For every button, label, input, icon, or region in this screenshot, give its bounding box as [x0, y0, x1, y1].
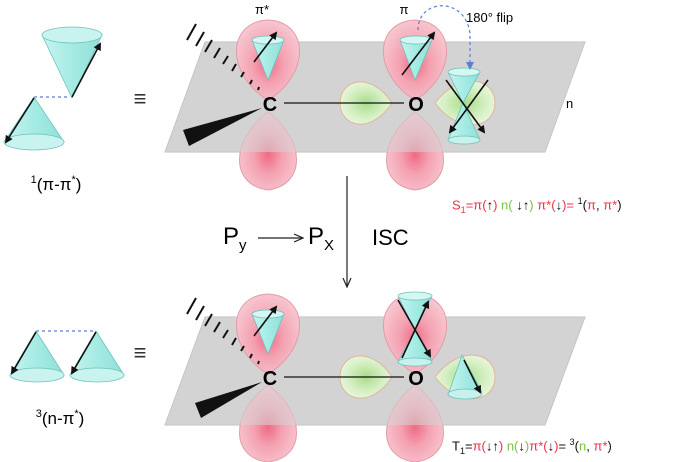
spin-cone-pi-top	[399, 31, 436, 82]
hashed-wedge-top	[186, 23, 260, 91]
transition-row: Py PX ISC	[223, 176, 409, 286]
flip-arrow	[417, 5, 474, 70]
s1-configuration: S1=π(↑) n( ↓↑) π*(↓)= 1(π, π*)	[452, 196, 622, 215]
spin-cones-n-top	[445, 67, 489, 145]
spin-cone-pi-star-bottom	[251, 305, 285, 356]
t1-symbol: T	[452, 438, 460, 454]
spin-cones-pi-bottom	[397, 291, 433, 367]
spin-cone-n-bottom	[447, 354, 483, 400]
spin-cone-pi-star-top	[251, 31, 285, 82]
carbon-label-bottom: C	[263, 368, 277, 390]
pi-label: π	[400, 2, 409, 17]
py-label: Py	[223, 223, 247, 254]
singlet-label: 1(π-π*)	[31, 174, 82, 194]
equivalence-sign-top: ≡	[134, 86, 147, 111]
s1-symbol: S	[452, 197, 461, 213]
equivalence-sign-bottom: ≡	[134, 340, 147, 365]
triplet-label: 3(n-π*)	[36, 408, 85, 428]
hashed-wedge-bottom	[186, 297, 260, 365]
carbon-label-top: C	[263, 94, 277, 116]
t1-configuration: T1=π(↓↑) n(↓)π*(↓)= 3(n, π*)	[452, 437, 612, 456]
solid-wedge-top	[183, 108, 262, 146]
pi-star-label: π*	[255, 2, 269, 17]
flip-label: 180° flip	[466, 10, 513, 25]
oxygen-label-top: O	[408, 94, 424, 116]
isc-label: ISC	[372, 225, 409, 250]
top-scheme: C O π* π 180° flip n	[164, 2, 586, 191]
px-label: PX	[308, 223, 334, 254]
bottom-scheme: C O	[164, 291, 586, 462]
triplet-cone-pair	[9, 330, 125, 383]
solid-wedge-bottom	[195, 382, 262, 418]
oxygen-label-bottom: O	[408, 368, 424, 390]
n-orbital-label: n	[566, 96, 573, 111]
singlet-cone-pair	[3, 26, 103, 151]
